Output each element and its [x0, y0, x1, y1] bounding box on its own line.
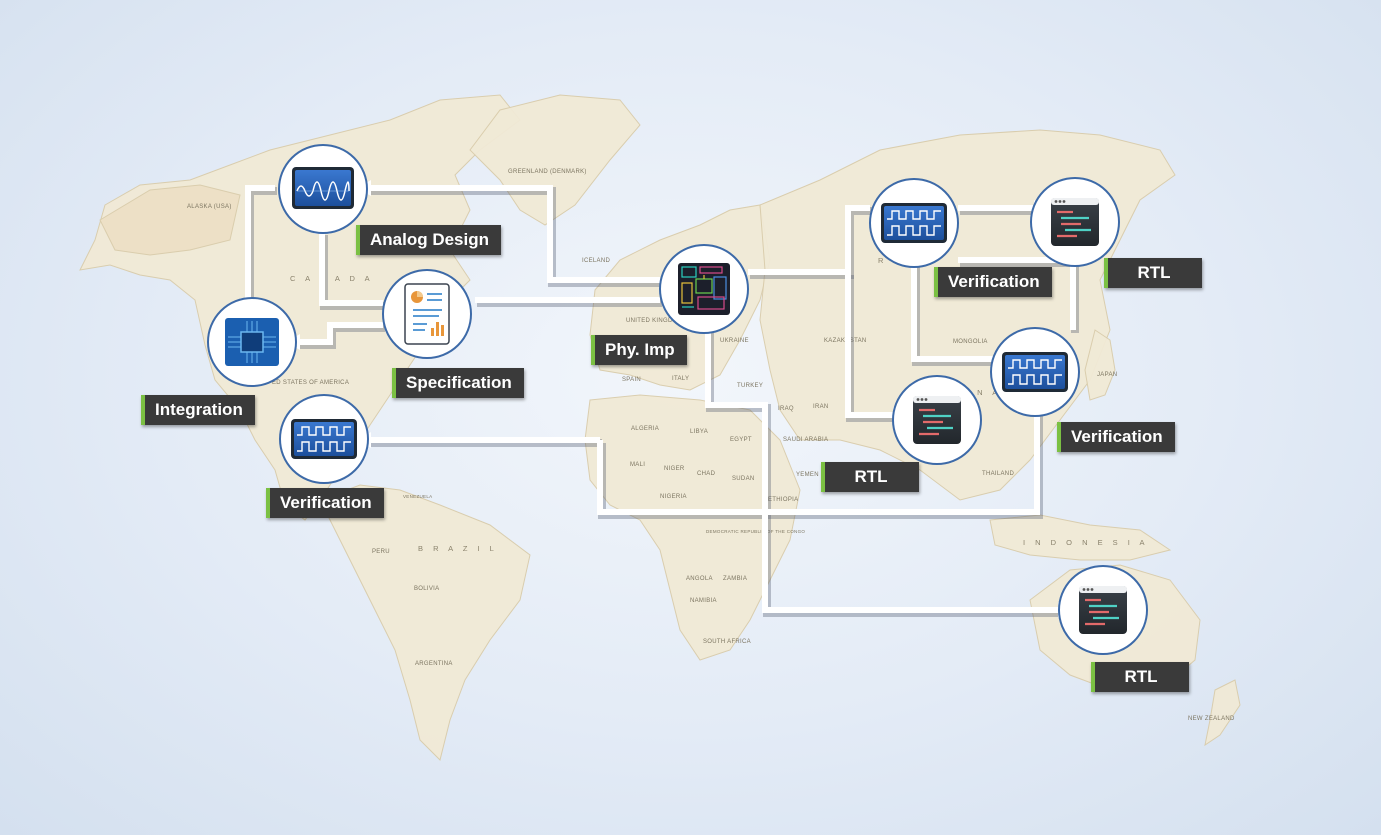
map-label-niger: NIGER: [664, 466, 685, 472]
africa-landmass: [584, 394, 801, 661]
map-label-algeria: ALGERIA: [631, 426, 659, 432]
node-integration[interactable]: [207, 297, 297, 387]
digital-waveform-icon: [1002, 352, 1068, 392]
label-rtl-russia: RTL: [1104, 258, 1202, 288]
map-label-greenland: GREENLAND (DENMARK): [508, 169, 587, 175]
indonesia-landmass: [989, 514, 1172, 561]
node-rtl-india[interactable]: [892, 375, 982, 465]
map-label-iraq: IRAQ: [778, 406, 794, 412]
code-window-icon: [913, 396, 961, 444]
map-label-uk: UNITED KINGDOM: [626, 318, 683, 324]
layout-icon: [678, 263, 730, 315]
map-label-libya: LIBYA: [690, 429, 708, 435]
map-label-peru: PERU: [372, 549, 390, 555]
node-phy-imp[interactable]: [659, 244, 749, 334]
map-label-venezuela: VENEZUELA: [403, 494, 432, 499]
map-label-turkey: TURKEY: [737, 383, 763, 389]
map-label-congo: DEMOCRATIC REPUBLIC OF THE CONGO: [706, 529, 805, 534]
label-rtl-india: RTL: [821, 462, 919, 492]
node-verification-russia[interactable]: [869, 178, 959, 268]
new-zealand-landmass: [1204, 679, 1241, 747]
label-verification-russia: Verification: [934, 267, 1052, 297]
map-label-japan: JAPAN: [1097, 372, 1117, 378]
alaska-landmass: [99, 184, 241, 256]
map-label-mali: MALI: [630, 462, 645, 468]
map-label-sudan: SUDAN: [732, 476, 755, 482]
code-window-icon: [1079, 586, 1127, 634]
map-label-egypt: EGYPT: [730, 437, 752, 443]
map-label-angola: ANGOLA: [686, 576, 713, 582]
label-verification-americas: Verification: [266, 488, 384, 518]
node-specification[interactable]: [382, 269, 472, 359]
map-label-russia: R U: [878, 256, 903, 265]
code-window-icon: [1051, 198, 1099, 246]
node-analog-design[interactable]: [278, 144, 368, 234]
map-label-bolivia: BOLIVIA: [414, 586, 439, 592]
map-label-italy: ITALY: [672, 376, 689, 382]
map-label-spain: SPAIN: [622, 377, 641, 383]
map-label-indonesia: I N D O N E S I A: [1023, 538, 1149, 547]
map-label-saudi: SAUDI ARABIA: [783, 437, 828, 443]
map-label-ukraine: UKRAINE: [720, 338, 749, 344]
digital-waveform-icon: [881, 203, 947, 243]
analog-waveform-icon: [292, 167, 354, 209]
label-analog-design: Analog Design: [356, 225, 502, 255]
label-phy-imp: Phy. Imp: [591, 335, 687, 365]
map-label-alaska: ALASKA (USA): [187, 204, 232, 210]
map-label-yemen: YEMEN: [796, 472, 819, 478]
map-label-thailand: THAILAND: [982, 471, 1014, 477]
map-label-china: I N A: [965, 388, 1001, 397]
map-label-usa: ED STATES OF AMERICA: [272, 380, 349, 386]
map-label-namibia: NAMIBIA: [690, 598, 717, 604]
map-label-nigeria: NIGERIA: [660, 494, 687, 500]
digital-waveform-icon: [291, 419, 357, 459]
node-verification-americas[interactable]: [279, 394, 369, 484]
document-report-icon: [404, 283, 450, 345]
map-label-iceland: ICELAND: [582, 258, 610, 264]
map-label-brazil: B R A Z I L: [418, 544, 498, 553]
map-label-south-africa: SOUTH AFRICA: [703, 639, 751, 645]
node-rtl-australia[interactable]: [1058, 565, 1148, 655]
japan-landmass: [1084, 329, 1116, 401]
map-label-mongolia: MONGOLIA: [953, 339, 988, 345]
map-label-new-zealand: NEW ZEALAND: [1188, 716, 1235, 722]
label-verification-china: Verification: [1057, 422, 1175, 452]
label-rtl-australia: RTL: [1091, 662, 1189, 692]
map-label-iran: IRAN: [813, 404, 829, 410]
map-label-zambia: ZAMBIA: [723, 576, 747, 582]
greenland-landmass: [469, 94, 641, 226]
map-label-chad: CHAD: [697, 471, 716, 477]
map-label-ethiopia: ETHIOPIA: [768, 497, 798, 503]
node-rtl-russia[interactable]: [1030, 177, 1120, 267]
node-verification-china[interactable]: [990, 327, 1080, 417]
south-america-landmass: [319, 484, 531, 761]
map-label-argentina: ARGENTINA: [415, 661, 453, 667]
map-label-canada: C A N A D A: [290, 274, 374, 283]
label-specification: Specification: [392, 368, 524, 398]
chip-icon: [225, 318, 279, 366]
label-integration: Integration: [141, 395, 255, 425]
